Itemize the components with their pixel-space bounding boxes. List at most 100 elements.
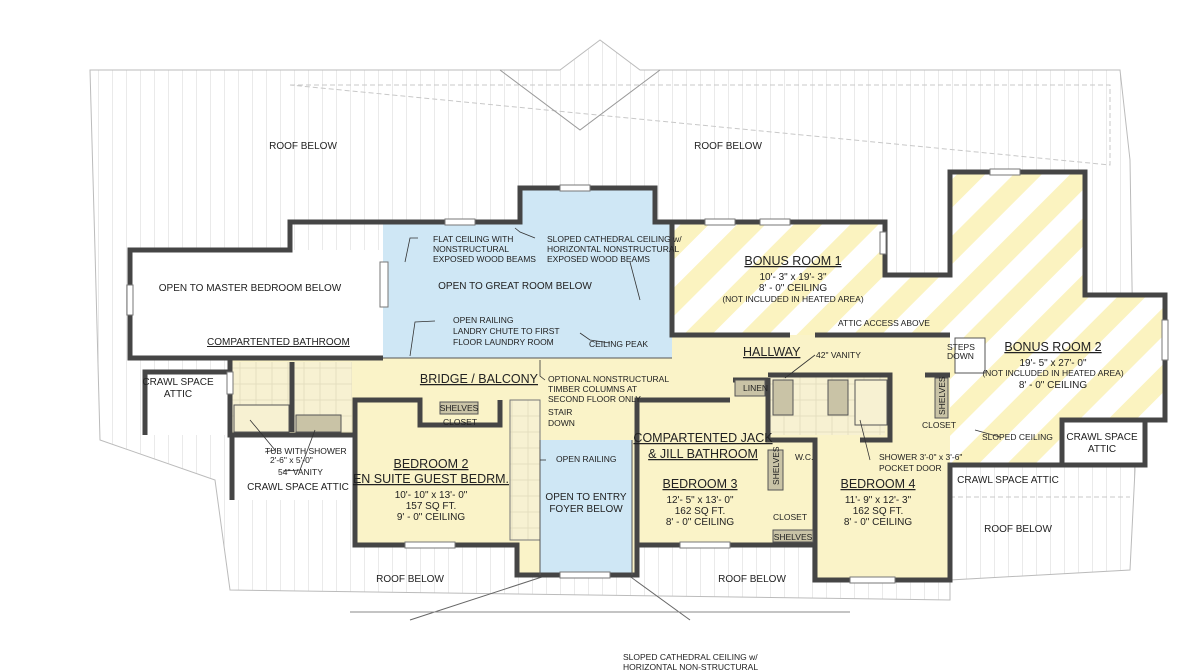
foyer-sloped-note: HORIZONTAL NON-STRUCTURAL: [623, 662, 758, 672]
ceiling-peak-note: CEILING PEAK: [589, 339, 648, 349]
foyer-sloped-note: SLOPED CATHEDRAL CEILING w/: [623, 652, 758, 662]
flat-ceiling-note: NONSTRUCTURAL: [433, 244, 509, 254]
closet-label: CLOSET: [773, 512, 807, 522]
vanity-54: [295, 414, 342, 433]
open-railing-note: OPEN RAILING: [556, 454, 616, 464]
bedroom4-size: 11'- 9" x 12'- 3": [845, 495, 912, 506]
bedroom2-title: BEDROOM 2: [393, 457, 468, 471]
crawl-space-label: ATTIC: [1088, 444, 1116, 455]
shelves-label: SHELVES: [937, 376, 947, 415]
sloped-ceiling-note: HORIZONTAL NONSTRUCTURAL: [547, 244, 680, 254]
stair-down-label: DOWN: [548, 418, 575, 428]
vanity-right: [827, 379, 849, 416]
attic-access-note: ATTIC ACCESS ABOVE: [838, 318, 930, 328]
pocket-door-note: POCKET DOOR: [879, 463, 942, 473]
foyer-label: FOYER BELOW: [549, 504, 623, 515]
steps-down-label: STEPS: [947, 342, 975, 352]
shelves-b4: [934, 377, 949, 419]
jack-jill-label: & JILL BATHROOM: [648, 447, 758, 461]
bonus1-note: (NOT INCLUDED IN HEATED AREA): [722, 294, 864, 304]
tub: [233, 404, 290, 433]
shelves-label: SHELVES: [771, 446, 781, 485]
foyer-open-area: [540, 440, 632, 575]
columns-note: TIMBER COLUMNS AT: [548, 384, 637, 394]
bonus1-size: 10'- 3" x 19'- 3": [759, 272, 827, 283]
closet-label: CLOSET: [443, 417, 477, 427]
shelves-b2: [439, 401, 479, 415]
great-room-label: OPEN TO GREAT ROOM BELOW: [438, 281, 592, 292]
open-master-label: OPEN TO MASTER BEDROOM BELOW: [159, 283, 342, 294]
bedroom3-size: 12'- 5" x 13'- 0": [666, 495, 734, 506]
walls: [127, 169, 1168, 583]
crawl-right-area: [1062, 422, 1145, 465]
compartented-bath-label: COMPARTENTED BATHROOM: [207, 337, 350, 348]
vanity-left: [772, 379, 794, 416]
bonus2-title: BONUS ROOM 2: [1004, 340, 1101, 354]
shower-note: SHOWER 3'-0" x 3'-6": [879, 452, 962, 462]
crawl-left-area: [145, 370, 230, 435]
bonus1-title: BONUS ROOM 1: [744, 254, 841, 268]
shelves-label: SHELVES: [774, 532, 813, 542]
tub-note: 2'-6" x 5'-0": [270, 455, 313, 465]
columns-note: OPTIONAL NONSTRUCTURAL: [548, 374, 669, 384]
jack-jill-label: COMPARTENTED JACK: [633, 431, 773, 445]
open-to-master-area: [130, 250, 383, 360]
roof-label: ROOF BELOW: [269, 141, 337, 152]
crawl-space-label: CRAWL SPACE ATTIC: [247, 482, 349, 493]
wc-label: W.C.: [795, 452, 813, 462]
stair-down-label: STAIR: [548, 407, 572, 417]
shelves-jj: [767, 449, 784, 491]
hallway-label: HALLWAY: [743, 345, 801, 359]
shelves-label: SHELVES: [440, 403, 479, 413]
linen-label: LINEN: [743, 383, 768, 393]
crawl-space-label: CRAWL SPACE ATTIC: [957, 475, 1059, 486]
bedroom4-area: 162 SQ FT.: [853, 506, 904, 517]
sloped-ceiling-note: SLOPED CEILING: [982, 432, 1053, 442]
bonus2-note: (NOT INCLUDED IN HEATED AREA): [982, 368, 1124, 378]
bedroom2-title: EN SUITE GUEST BEDRM.: [353, 472, 509, 486]
bonus1-ceiling: 8' - 0" CEILING: [759, 283, 827, 294]
bedroom2-ceiling: 9' - 0" CEILING: [397, 512, 465, 523]
roof-label: ROOF BELOW: [694, 141, 762, 152]
closet-label: CLOSET: [922, 420, 956, 430]
shelves-b3: [772, 529, 814, 543]
flat-ceiling-note: FLAT CEILING WITH: [433, 234, 513, 244]
bedroom4-title: BEDROOM 4: [840, 477, 915, 491]
shower: [854, 379, 888, 426]
open-railing-note: OPEN RAILING: [453, 315, 513, 325]
crawl-space-label: CRAWL SPACE: [142, 377, 214, 388]
sloped-ceiling-note: SLOPED CATHEDRAL CEILING w/: [547, 234, 682, 244]
steps: [954, 337, 986, 374]
windows: [126, 168, 1169, 584]
bedroom4-ceiling: 8' - 0" CEILING: [844, 517, 912, 528]
leader-lines: [249, 227, 1001, 472]
crawl-bottom-left-area: [232, 437, 355, 500]
bonus2-size: 19'- 5" x 27'- 0": [1019, 358, 1087, 369]
crawl-space-label: CRAWL SPACE: [1066, 432, 1138, 443]
crawl-space-label: ATTIC: [164, 389, 192, 400]
bonus2-ceiling: 8' - 0" CEILING: [1019, 380, 1087, 391]
bedroom3-title: BEDROOM 3: [662, 477, 737, 491]
stairs: [509, 399, 541, 541]
bedroom2-size: 10'- 10" x 13'- 0": [395, 490, 468, 501]
vanity-note: 54" VANITY: [278, 467, 323, 477]
steps-down-label: DOWN: [947, 351, 974, 361]
roof-label: ROOF BELOW: [376, 574, 444, 585]
linen-shelf: [734, 379, 766, 397]
roof-label: ROOF BELOW: [718, 574, 786, 585]
vanity-note: 42" VANITY: [816, 350, 861, 360]
roof-label: ROOF BELOW: [984, 524, 1052, 535]
bedroom3-ceiling: 8' - 0" CEILING: [666, 517, 734, 528]
tub-note: TUB WITH SHOWER: [265, 446, 347, 456]
fixtures: [233, 337, 986, 543]
columns-note: SECOND FLOOR ONLY: [548, 394, 641, 404]
bedroom2-area: 157 SQ FT.: [406, 501, 457, 512]
bonus-room-2-area: [950, 172, 1165, 465]
bridge-label: BRIDGE / BALCONY: [420, 372, 539, 386]
great-room-open-area: [383, 188, 672, 358]
foyer-label: OPEN TO ENTRY: [545, 492, 626, 503]
bedroom3-area: 162 SQ FT.: [675, 506, 726, 517]
flat-ceiling-note: EXPOSED WOOD BEAMS: [433, 254, 536, 264]
laundry-chute-note: FLOOR LAUNDRY ROOM: [453, 337, 554, 347]
